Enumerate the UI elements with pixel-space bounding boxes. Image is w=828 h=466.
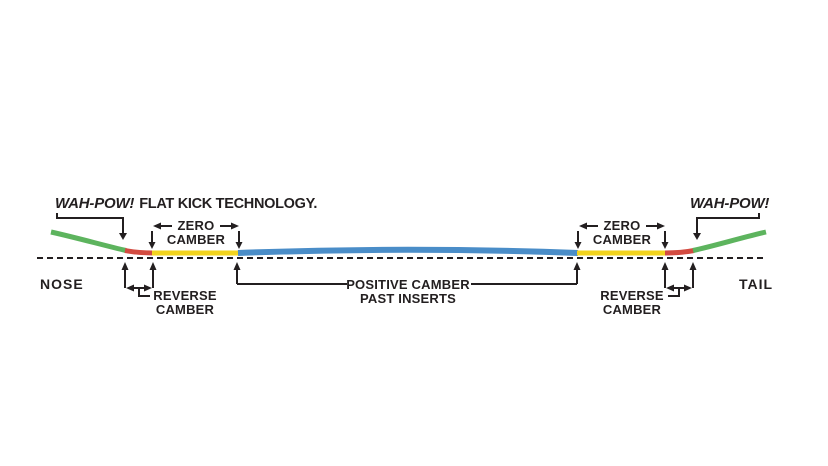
positive-camber-segment — [237, 246, 579, 256]
tail-reverse-span-left-arrow-icon — [666, 284, 674, 292]
wah-pow-left-label: WAH-POW! — [55, 195, 135, 212]
flat-kick-technology-label: FLAT KICK TECHNOLOGY. — [139, 196, 318, 212]
positive-camber-label-line1: POSITIVE CAMBER — [346, 276, 470, 292]
tail-zero-left-arrow-icon — [579, 222, 587, 230]
nose-zero-left-down-arrow-icon — [148, 242, 156, 249]
positive-camber-label-line2: PAST INSERTS — [359, 290, 457, 306]
nose-reverse-callout-line — [138, 288, 150, 297]
tail-reverse-camber-label-line2: CAMBER — [602, 301, 662, 317]
nose-reverse-left-up-arrow-icon — [121, 262, 129, 270]
tail-reverse-callout-line — [668, 288, 680, 297]
tail-kick-callout-line — [696, 213, 760, 234]
tail-reverse-camber-label: REVERSE CAMBER — [597, 289, 667, 316]
tail-reverse-camber-segment — [664, 248, 695, 256]
nose-reverse-camber-segment — [124, 248, 154, 256]
annotation-lines — [56, 213, 760, 297]
nose-reverse-right-up-arrow-icon — [149, 262, 157, 270]
tail-zero-camber-label: ZERO CAMBER — [572, 219, 672, 246]
nose-zero-right-arrow-icon — [231, 222, 239, 230]
tail-zero-camber-label-line1: ZERO — [603, 218, 641, 233]
tail-label: TAIL — [739, 276, 774, 292]
nose-zero-camber-label-line1: ZERO — [177, 218, 215, 233]
nose-kick-heading: WAH-POW! FLAT KICK TECHNOLOGY. — [55, 195, 317, 212]
positive-left-up-arrow-icon — [233, 262, 241, 270]
nose-kick-segment — [50, 229, 127, 253]
arrowheads — [119, 222, 701, 292]
nose-reverse-camber-label-line2: CAMBER — [155, 301, 215, 317]
nose-reverse-span-right-arrow-icon — [144, 284, 152, 292]
nose-label: NOSE — [40, 276, 84, 292]
nose-kick-callout-line — [56, 213, 124, 234]
positive-right-up-arrow-icon — [573, 262, 581, 270]
nose-kick-arrow-icon — [119, 233, 127, 240]
tail-zero-right-arrow-icon — [657, 222, 665, 230]
tail-reverse-left-up-arrow-icon — [661, 262, 669, 270]
tail-zero-right-down-arrow-icon — [661, 242, 669, 249]
tail-kick-arrow-icon — [693, 233, 701, 240]
nose-zero-right-down-arrow-icon — [235, 242, 243, 249]
tail-zero-camber-label-line2: CAMBER — [592, 231, 652, 247]
positive-camber-label: POSITIVE CAMBER PAST INSERTS — [308, 276, 508, 306]
nose-zero-camber-label-line2: CAMBER — [166, 231, 226, 247]
wah-pow-right-label: WAH-POW! — [690, 195, 770, 212]
tail-kick-segment — [692, 229, 767, 253]
tail-reverse-right-up-arrow-icon — [689, 262, 697, 270]
tail-reverse-camber-label-line1: REVERSE — [600, 288, 664, 303]
nose-reverse-span-left-arrow-icon — [126, 284, 134, 292]
nose-zero-camber-label: ZERO CAMBER — [146, 219, 246, 246]
tail-reverse-span-right-arrow-icon — [684, 284, 692, 292]
nose-zero-left-arrow-icon — [153, 222, 161, 230]
nose-reverse-camber-label: REVERSE CAMBER — [151, 289, 219, 316]
camber-curve — [50, 229, 767, 256]
tail-zero-left-down-arrow-icon — [574, 242, 582, 249]
nose-reverse-camber-label-line1: REVERSE — [153, 288, 217, 303]
